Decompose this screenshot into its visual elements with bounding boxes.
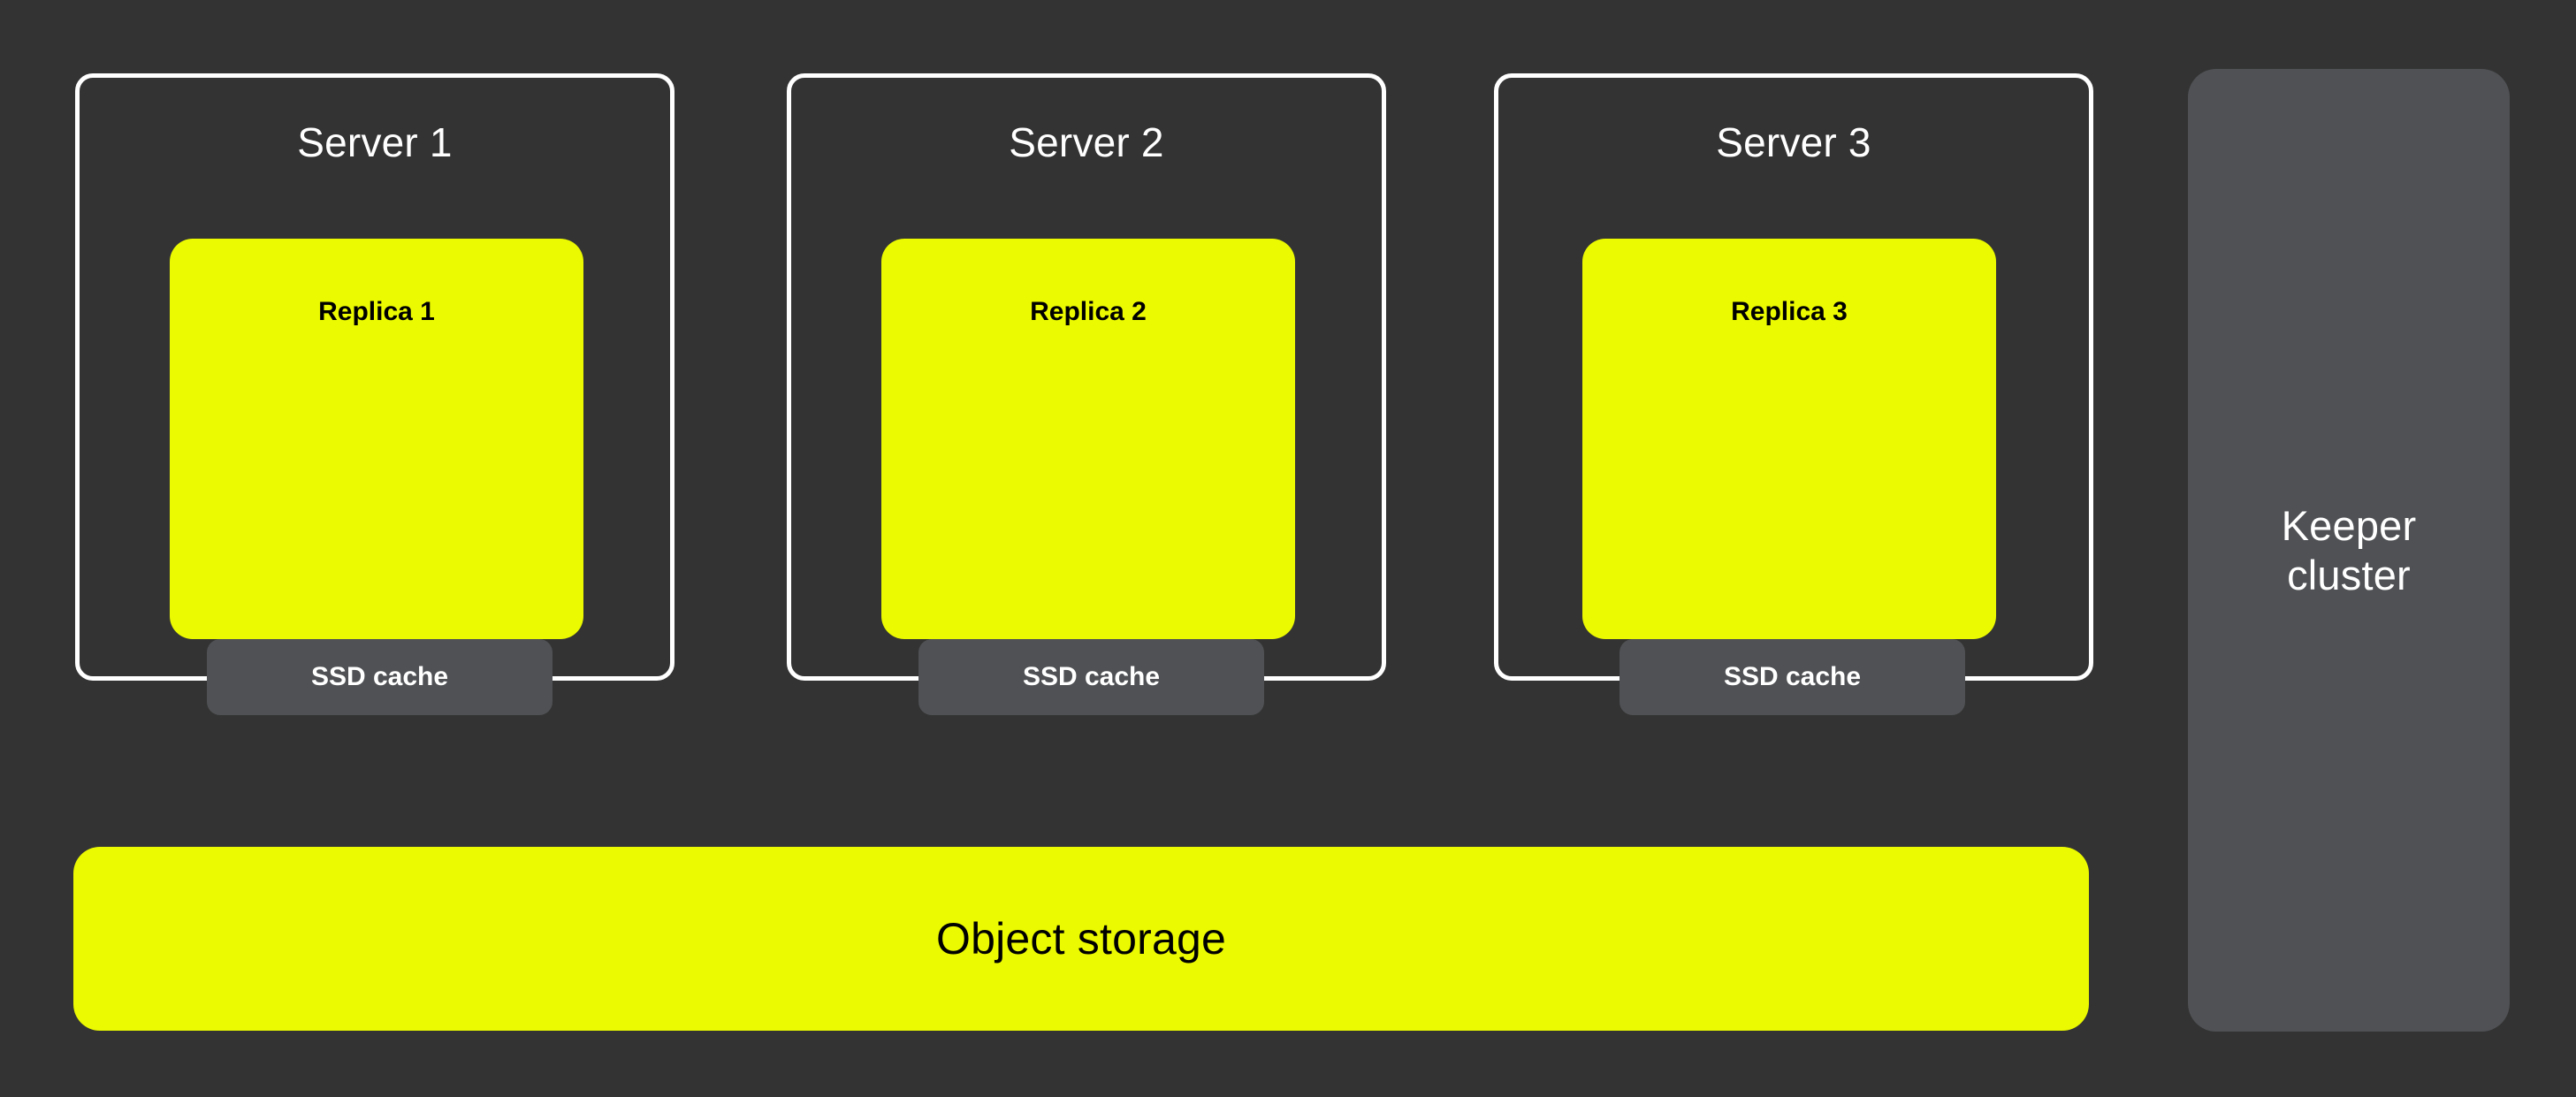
ssd-cache-box-3: SSD cache <box>1620 639 1965 715</box>
keeper-cluster-panel: Keeper cluster <box>2188 69 2510 1032</box>
replica-label-3: Replica 3 <box>1731 297 1848 326</box>
object-storage-box: Object storage <box>73 847 2089 1031</box>
server-title-1: Server 1 <box>297 119 453 165</box>
server-title-2: Server 2 <box>1009 119 1164 165</box>
ssd-cache-box-2: SSD cache <box>918 639 1264 715</box>
server-title-3: Server 3 <box>1716 119 1871 165</box>
replica-label-1: Replica 1 <box>318 297 435 326</box>
replica-box-1: Replica 1 <box>170 239 583 639</box>
ssd-cache-label-3: SSD cache <box>1723 662 1862 691</box>
object-storage-label: Object storage <box>936 914 1226 964</box>
replica-label-2: Replica 2 <box>1030 297 1147 326</box>
keeper-cluster-label: Keeper cluster <box>2281 502 2417 598</box>
ssd-cache-box-1: SSD cache <box>207 639 553 715</box>
ssd-cache-label-2: SSD cache <box>1022 662 1161 691</box>
replica-box-2: Replica 2 <box>881 239 1295 639</box>
ssd-cache-label-1: SSD cache <box>310 662 449 691</box>
replica-box-3: Replica 3 <box>1582 239 1996 639</box>
